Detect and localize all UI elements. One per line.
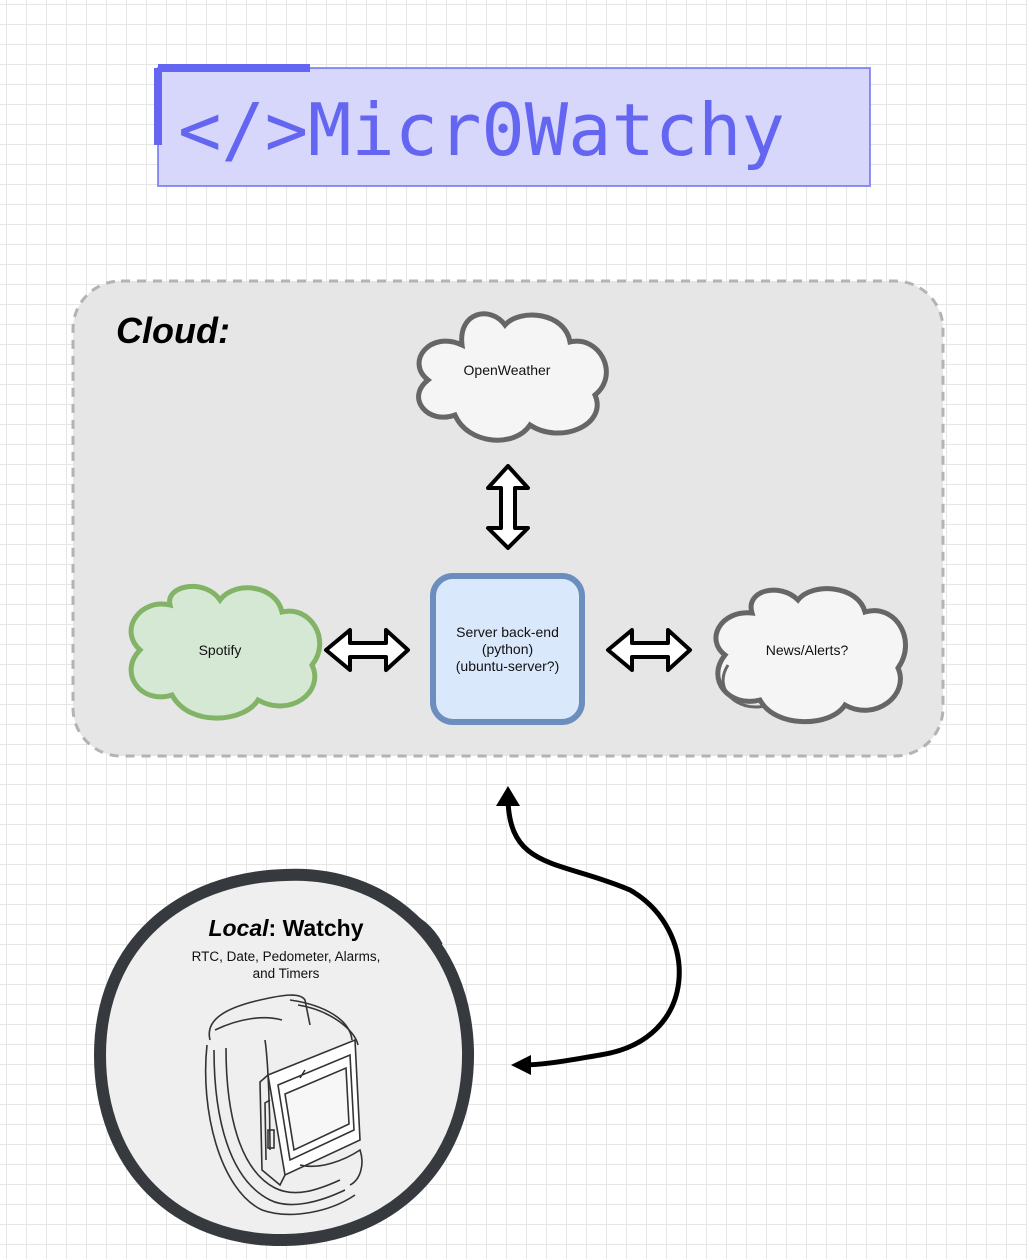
server-label-line-3: (ubuntu-server?) [455,658,560,674]
spotify-label: Spotify [198,642,242,658]
arrow-spotify-server [324,628,410,672]
cloud-heading: Cloud: [116,310,230,351]
news-cloud [713,586,908,725]
arrowhead-up [496,786,520,806]
arrow-cloud-local [505,797,682,1068]
news-label: News/Alerts? [765,642,849,658]
local-description-line-2: and Timers [252,966,320,981]
local-title-suffix: : Watchy [268,915,364,941]
local-description-line-1: RTC, Date, Pedometer, Alarms, [191,949,381,964]
server-label-line-1: Server back-end [456,624,559,640]
server-label: Server back-end (python) (ubuntu-server?… [436,624,579,675]
spotify-cloud [128,583,323,721]
arrow-server-news [606,628,692,672]
server-label-line-2: (python) [481,641,534,657]
server-box [430,573,585,725]
watchy-device-image [204,994,363,1216]
openweather-cloud [416,311,609,443]
local-description: RTC, Date, Pedometer, Alarms, and Timers [170,948,402,982]
local-title-prefix: Local [208,915,269,941]
title-box [154,64,871,187]
arrowhead-left [511,1055,531,1075]
local-title: Local: Watchy [150,915,422,942]
app-title: </>Micr0Watchy [178,88,785,172]
openweather-label: OpenWeather [463,362,551,378]
local-circle [93,868,475,1247]
arrow-openweather-server [486,464,530,550]
